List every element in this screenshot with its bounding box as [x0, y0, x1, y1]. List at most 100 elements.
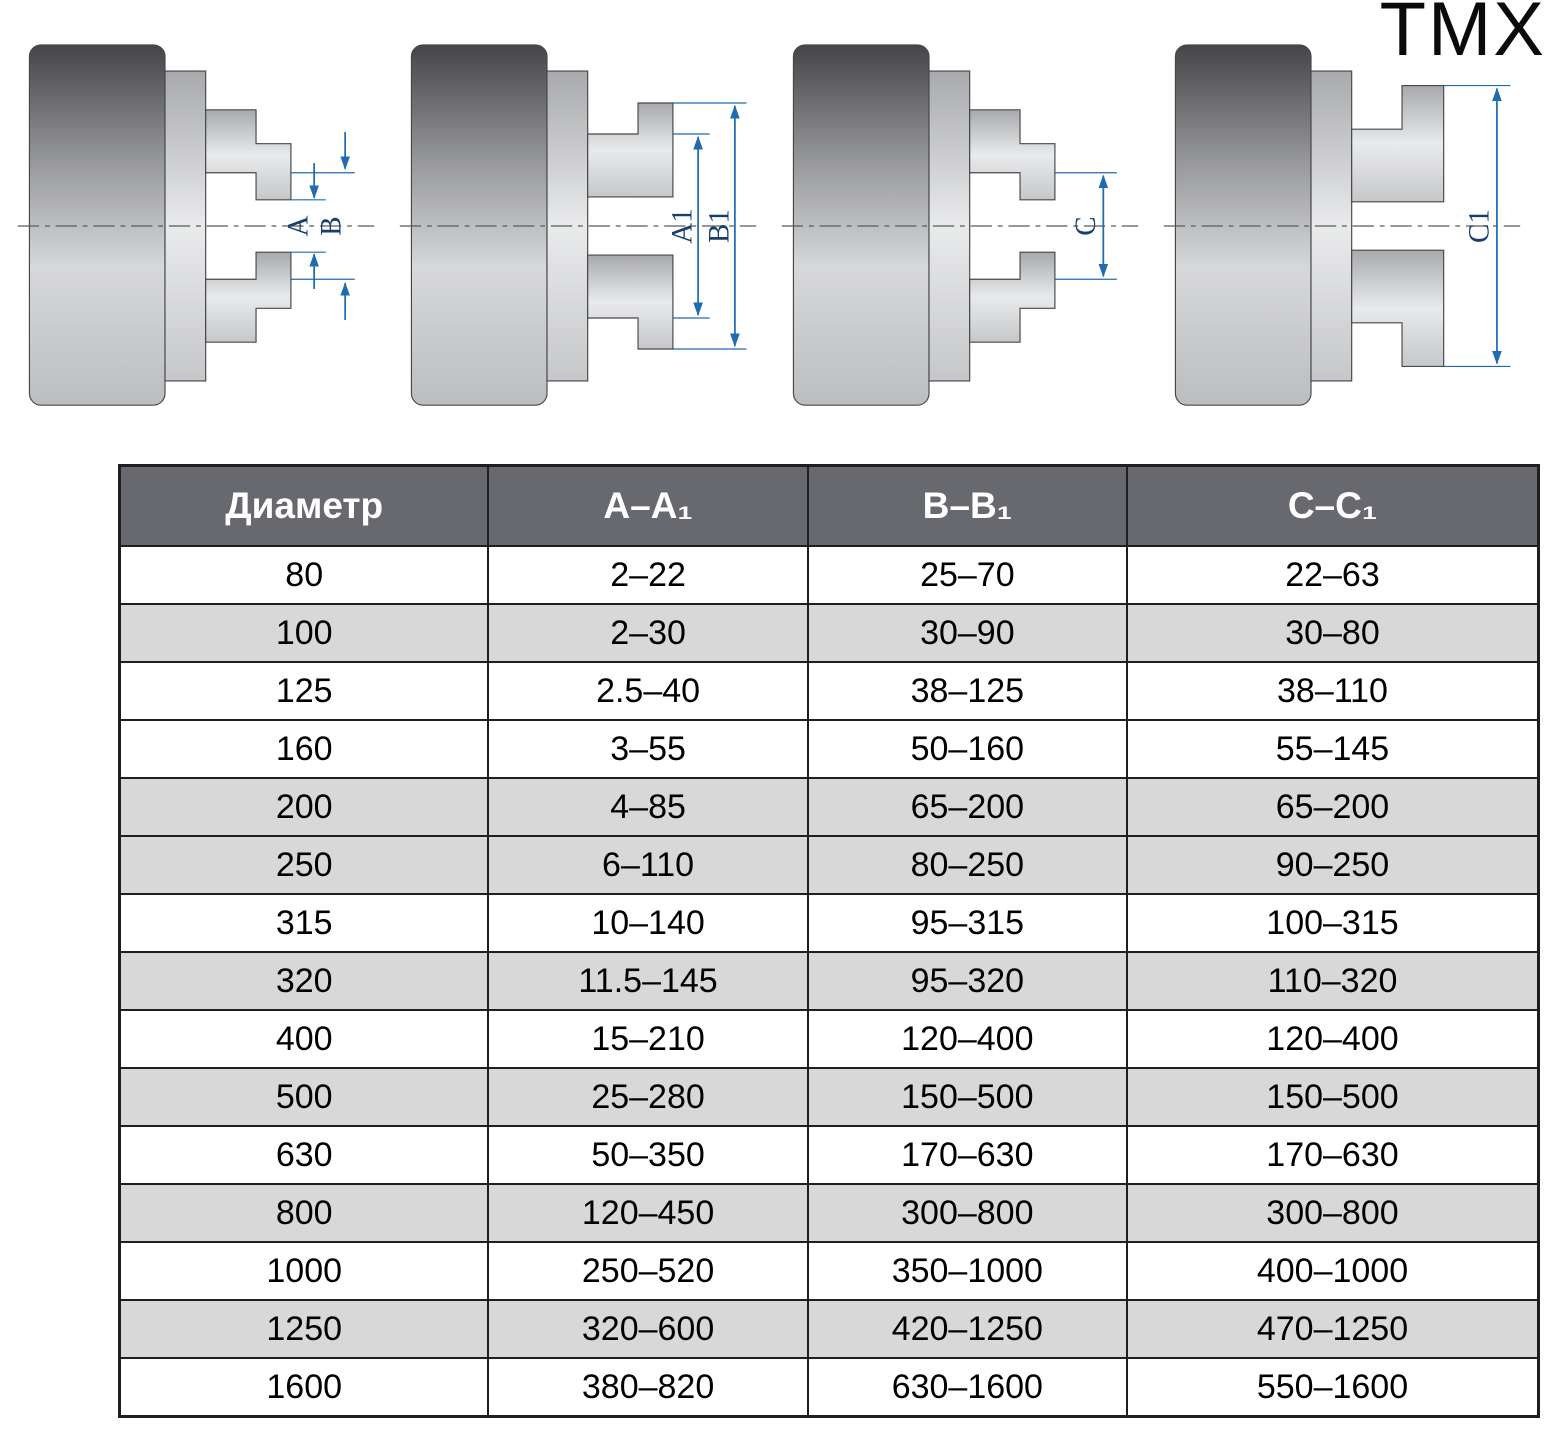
diameter-cell: 630	[118, 1125, 490, 1185]
c-range-cell: 55–145	[1125, 719, 1540, 779]
diameter-cell: 160	[118, 719, 490, 779]
c-range-cell: 150–500	[1125, 1067, 1540, 1127]
b-range-cell: 150–500	[806, 1067, 1128, 1127]
a-range-cell: 380–820	[487, 1357, 809, 1418]
diameter-cell: 1600	[118, 1357, 490, 1418]
chuck-diagram-1: A B	[17, 44, 375, 406]
column-header: Диаметр	[118, 464, 490, 547]
c-range-cell: 65–200	[1125, 777, 1540, 837]
chuck-jaw-bottom	[587, 254, 674, 350]
extension-lines	[290, 199, 326, 253]
diameter-cell: 125	[118, 661, 490, 721]
chuck-diagram-4: C1	[1163, 44, 1521, 406]
diameter-cell: 500	[118, 1067, 490, 1127]
diameter-cell: 1000	[118, 1241, 490, 1301]
chuck-jaw-bottom	[1351, 249, 1445, 368]
a-range-cell: 120–450	[487, 1183, 809, 1243]
c-range-cell: 22–63	[1125, 545, 1540, 605]
b-range-cell: 350–1000	[806, 1241, 1128, 1301]
chuck-body	[28, 44, 166, 406]
diameter-cell: 100	[118, 603, 490, 663]
a-range-cell: 250–520	[487, 1241, 809, 1301]
a-range-cell: 2.5–40	[487, 661, 809, 721]
chuck-jaw-top	[587, 102, 674, 198]
b-range-cell: 38–125	[806, 661, 1128, 721]
chuck-jaw-bottom	[205, 251, 292, 343]
chuck-body	[1174, 44, 1312, 406]
diameter-cell: 1250	[118, 1299, 490, 1359]
chuck-body	[792, 44, 930, 406]
b-range-cell: 170–630	[806, 1125, 1128, 1185]
dimension-label-a1: A1	[667, 208, 699, 244]
c-range-cell: 170–630	[1125, 1125, 1540, 1185]
a-range-cell: 10–140	[487, 893, 809, 953]
diameter-cell: 800	[118, 1183, 490, 1243]
dimension-label-c: C	[1070, 216, 1102, 235]
dimension-label-c1: C1	[1464, 209, 1496, 243]
b-range-cell: 50–160	[806, 719, 1128, 779]
b-range-cell: 80–250	[806, 835, 1128, 895]
a-range-cell: 4–85	[487, 777, 809, 837]
column-header: А–А₁	[487, 464, 809, 547]
c-range-cell: 38–110	[1125, 661, 1540, 721]
dimension-label-a: A	[283, 215, 315, 236]
dimension-arrows	[309, 132, 350, 320]
b-range-cell: 420–1250	[806, 1299, 1128, 1359]
c-range-cell: 120–400	[1125, 1009, 1540, 1069]
c-range-cell: 100–315	[1125, 893, 1540, 953]
chuck-diagram-3: C	[781, 44, 1139, 406]
diameter-cell: 200	[118, 777, 490, 837]
a-range-cell: 50–350	[487, 1125, 809, 1185]
extension-lines	[1443, 84, 1511, 368]
chuck-jaw-top	[1351, 84, 1445, 203]
chuck-body	[410, 44, 548, 406]
c-range-cell: 550–1600	[1125, 1357, 1540, 1418]
brand-logo: TMX	[1379, 0, 1546, 72]
diameter-cell: 400	[118, 1009, 490, 1069]
c-range-cell: 30–80	[1125, 603, 1540, 663]
dimension-label-b1: B1	[703, 209, 735, 243]
a-range-cell: 2–22	[487, 545, 809, 605]
chuck-jaw-top	[205, 109, 292, 201]
diameter-cell: 80	[118, 545, 490, 605]
b-range-cell: 95–315	[806, 893, 1128, 953]
b-range-cell: 630–1600	[806, 1357, 1128, 1418]
diameter-cell: 320	[118, 951, 490, 1011]
c-range-cell: 400–1000	[1125, 1241, 1540, 1301]
a-range-cell: 11.5–145	[487, 951, 809, 1011]
b-range-cell: 95–320	[806, 951, 1128, 1011]
diameter-cell: 250	[118, 835, 490, 895]
b-range-cell: 30–90	[806, 603, 1128, 663]
chuck-diagram-2: A1 B1	[399, 44, 757, 406]
c-range-cell: 300–800	[1125, 1183, 1540, 1243]
chuck-jaw-bottom	[969, 251, 1056, 343]
a-range-cell: 15–210	[487, 1009, 809, 1069]
c-range-cell: 90–250	[1125, 835, 1540, 895]
b-range-cell: 25–70	[806, 545, 1128, 605]
chuck-diagrams-row: A B	[12, 6, 1526, 446]
a-range-cell: 6–110	[487, 835, 809, 895]
dimension-arrows	[693, 104, 740, 348]
chuck-jaw-top	[969, 109, 1056, 201]
b-range-cell: 120–400	[806, 1009, 1128, 1069]
column-header: С–С₁	[1125, 464, 1540, 547]
a-range-cell: 2–30	[487, 603, 809, 663]
a-range-cell: 320–600	[487, 1299, 809, 1359]
